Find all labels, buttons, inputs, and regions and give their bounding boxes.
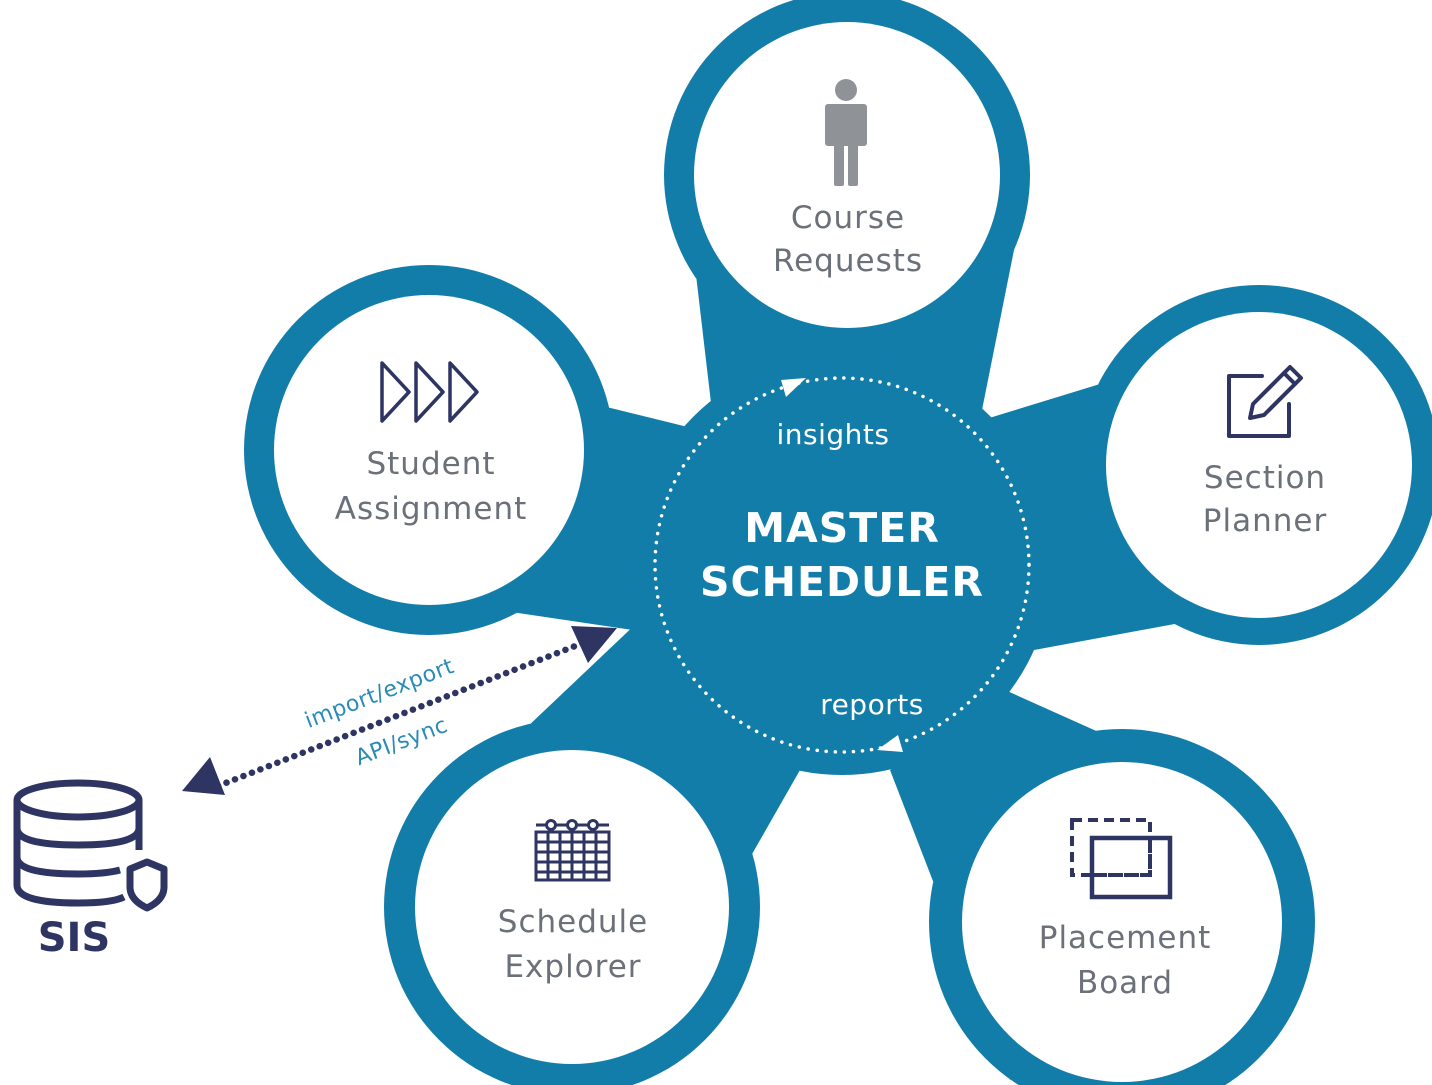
person-icon bbox=[825, 79, 867, 186]
api-sync-label: API/sync bbox=[352, 713, 451, 771]
course-requests-line2: Requests bbox=[773, 243, 923, 279]
hub-title-line1: MASTER bbox=[744, 504, 940, 552]
student-assignment-line1: Student bbox=[366, 446, 495, 482]
module-petal-course-requests[interactable] bbox=[664, 0, 1030, 358]
hub-cycle-ring bbox=[653, 376, 1031, 754]
placement-board-icon bbox=[1070, 818, 1173, 900]
sync-dotted-line bbox=[214, 637, 592, 790]
module-petal-section-planner[interactable] bbox=[1079, 285, 1432, 645]
schedule-explorer-line1: Schedule bbox=[498, 904, 648, 940]
cycle-arrowhead-bottom bbox=[877, 735, 903, 752]
hub-title-line2: SCHEDULER bbox=[700, 558, 984, 606]
module-petal-schedule-explorer[interactable] bbox=[384, 719, 760, 1085]
schedule-explorer-line2: Explorer bbox=[504, 949, 641, 985]
database-shield-icon bbox=[13, 779, 168, 912]
calendar-icon bbox=[534, 819, 611, 882]
course-requests-line1: Course bbox=[791, 200, 905, 236]
edit-icon bbox=[1227, 365, 1303, 438]
hub-reports-label: reports bbox=[820, 688, 924, 721]
hub-insights-label: insights bbox=[777, 418, 890, 451]
cycle-arrowhead-top bbox=[781, 378, 806, 397]
hub-disc bbox=[632, 355, 1052, 775]
module-petal-placement-board[interactable] bbox=[929, 729, 1315, 1085]
placement-board-line2: Board bbox=[1077, 965, 1173, 1001]
petal-face bbox=[274, 295, 584, 605]
sis-label: SIS bbox=[38, 915, 111, 961]
hub[interactable]: insights MASTER SCHEDULER reports bbox=[632, 355, 1052, 775]
arrowhead-to-hub bbox=[571, 626, 617, 663]
petal-face bbox=[694, 22, 1000, 328]
petal-face bbox=[415, 750, 729, 1064]
section-planner-line2: Planner bbox=[1203, 503, 1327, 539]
fast-forward-icon bbox=[380, 361, 479, 423]
petal-face bbox=[1106, 312, 1412, 618]
petal-face bbox=[962, 762, 1282, 1082]
arrowhead-to-sis bbox=[182, 757, 225, 795]
student-assignment-line2: Assignment bbox=[335, 491, 528, 527]
placement-board-line1: Placement bbox=[1039, 920, 1212, 956]
module-petal-student-assignment[interactable] bbox=[244, 265, 614, 635]
section-planner-line1: Section bbox=[1204, 460, 1326, 496]
